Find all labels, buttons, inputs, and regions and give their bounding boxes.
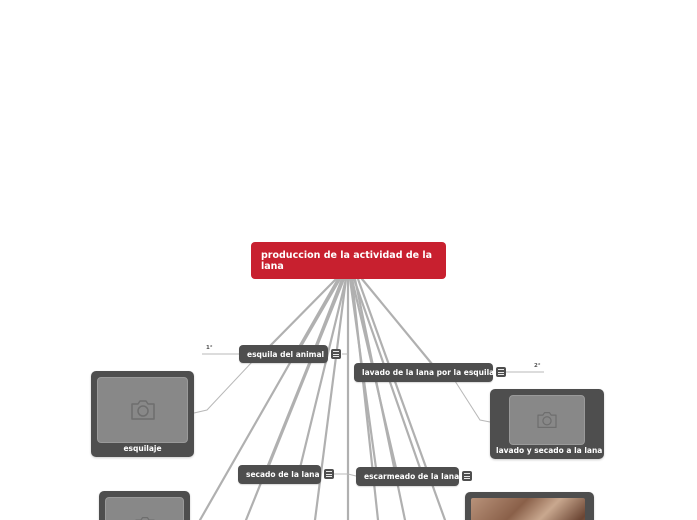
image-node-lavado-y-secado[interactable]: lavado y secado a la lana [490, 389, 604, 459]
central-topic-label: produccion de la actividad de la lana [261, 250, 433, 272]
camera-icon [134, 517, 155, 520]
notes-icon[interactable] [324, 469, 334, 479]
topic-lavado-de-la-lana[interactable]: lavado de la lana por la esquila [354, 363, 495, 382]
topic-label: esquila del animal [247, 350, 325, 359]
image-placeholder [97, 377, 188, 443]
photo-image [471, 498, 585, 520]
image-node-bottom-left[interactable] [99, 491, 190, 520]
relationship-label-1: 1° [206, 345, 213, 351]
notes-icon[interactable] [462, 471, 472, 481]
notes-icon[interactable] [331, 349, 341, 359]
image-node-esquilaje[interactable]: esquilaje [91, 371, 194, 457]
image-placeholder [105, 497, 184, 520]
image-node-bottom-right-photo[interactable] [465, 492, 594, 520]
camera-icon [130, 400, 155, 420]
image-caption: esquilaje [123, 444, 162, 453]
topic-secado-de-la-lana[interactable]: secado de la lana [238, 465, 321, 484]
topic-label: lavado de la lana por la esquila [362, 368, 495, 377]
topic-escarmeado-de-la-lana[interactable]: escarmeado de la lana [356, 467, 459, 486]
topic-esquila-del-animal[interactable]: esquila del animal [239, 345, 328, 363]
image-caption: lavado y secado a la lana [496, 446, 603, 455]
central-topic[interactable]: produccion de la actividad de la lana [251, 242, 446, 279]
topic-label: secado de la lana [246, 470, 320, 479]
topic-label: escarmeado de la lana [364, 472, 460, 481]
relationship-label-2: 2° [534, 363, 541, 369]
image-placeholder [509, 395, 585, 445]
notes-icon[interactable] [496, 367, 506, 377]
camera-icon [537, 412, 557, 428]
